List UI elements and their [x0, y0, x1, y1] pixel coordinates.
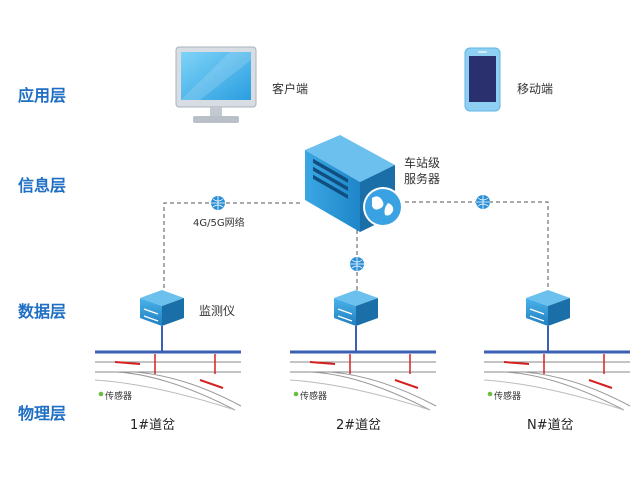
monitor-device-icon-2	[334, 290, 378, 326]
desktop-monitor-icon	[175, 46, 257, 123]
monitor-device-icon-3	[526, 290, 570, 326]
globe-icon	[363, 187, 403, 227]
link-left	[163, 202, 300, 290]
turnout-diagram-2	[289, 350, 437, 411]
layer-label-data: 数据层	[18, 302, 67, 321]
sensor-label-3: 传感器	[494, 392, 522, 402]
monitor-device-icon-1	[140, 290, 184, 326]
monitor-label: 监测仪	[199, 304, 236, 318]
turnout-diagram-1	[94, 350, 242, 411]
turnout-label-2: 2#道岔	[336, 418, 382, 433]
layer-label-physical: 物理层	[18, 404, 67, 423]
network-globe-icon-2	[350, 257, 364, 271]
link-right	[405, 201, 549, 290]
turnout-diagram-3	[483, 350, 631, 411]
server-label-line1: 车站级	[404, 156, 441, 170]
layer-label-application: 应用层	[18, 86, 67, 105]
network-label: 4G/5G网络	[193, 218, 245, 229]
mobile-label: 移动端	[517, 82, 554, 96]
turnout-label-3: N#道岔	[527, 418, 574, 433]
device-track-links	[161, 326, 549, 352]
sensor-label-2: 传感器	[300, 392, 328, 402]
client-label: 客户端	[272, 82, 309, 96]
turnout-label-1: 1#道岔	[130, 418, 176, 433]
server-label-line2: 服务器	[404, 172, 441, 186]
network-globe-icon-1	[211, 196, 225, 210]
sensor-label-1: 传感器	[105, 392, 133, 402]
mobile-phone-icon	[464, 47, 501, 112]
layer-label-information: 信息层	[18, 176, 67, 195]
network-globe-icon-3	[476, 195, 490, 209]
